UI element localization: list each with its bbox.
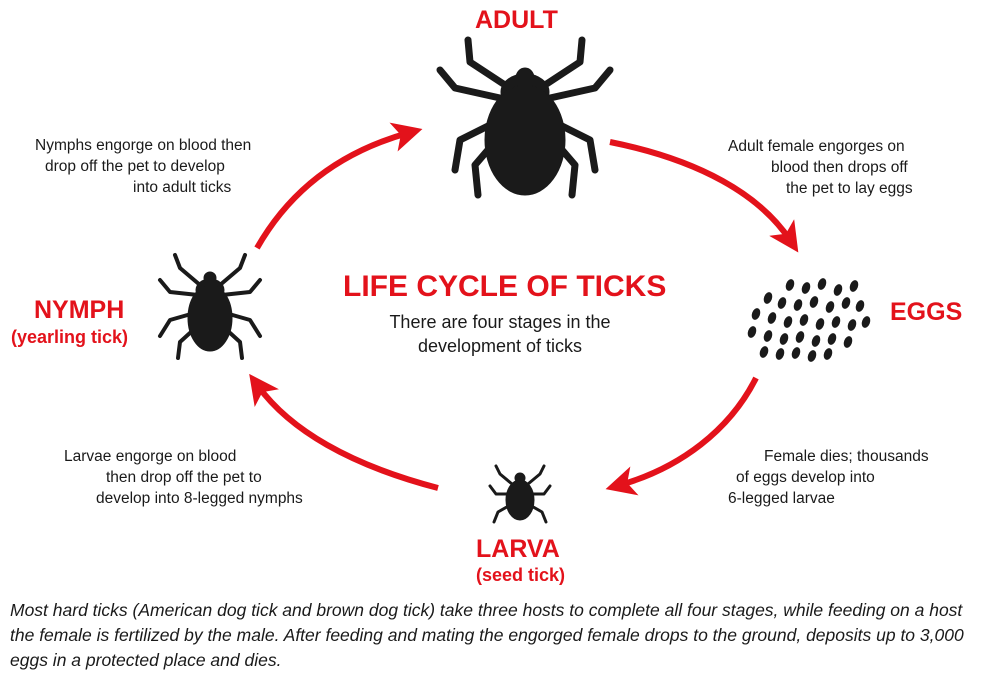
stage-label-larva: LARVA <box>476 535 560 564</box>
desc-adult-to-eggs: Adult female engorges on blood then drop… <box>728 136 978 199</box>
stage-label-eggs: EGGS <box>890 298 962 327</box>
desc-nymph-to-adult: Nymphs engorge on blood then drop off th… <box>35 135 305 198</box>
desc-line: 6-legged larvae <box>728 488 978 509</box>
desc-line: blood then drops off <box>728 157 978 178</box>
subtitle-line-2: development of ticks <box>360 334 640 358</box>
diagram-title: LIFE CYCLE OF TICKS <box>343 270 666 304</box>
desc-line: the pet to lay eggs <box>728 178 978 199</box>
stage-sub-larva: (seed tick) <box>476 565 565 586</box>
desc-line: Female dies; thousands <box>728 446 978 467</box>
stage-label-nymph: NYMPH <box>34 296 124 325</box>
desc-line: Nymphs engorge on blood then <box>35 135 305 156</box>
desc-line: develop into 8-legged nymphs <box>64 488 354 509</box>
desc-line: then drop off the pet to <box>64 467 354 488</box>
diagram-subtitle: There are four stages in the development… <box>360 310 640 358</box>
subtitle-line-1: There are four stages in the <box>360 310 640 334</box>
desc-larva-to-nymph: Larvae engorge on blood then drop off th… <box>64 446 354 509</box>
desc-line: Larvae engorge on blood <box>64 446 354 467</box>
desc-line: drop off the pet to develop <box>35 156 305 177</box>
footer-paragraph: Most hard ticks (American dog tick and b… <box>10 598 970 673</box>
desc-line: Adult female engorges on <box>728 136 978 157</box>
stage-label-adult: ADULT <box>475 6 558 35</box>
desc-line: into adult ticks <box>35 177 305 198</box>
desc-eggs-to-larva: Female dies; thousands of eggs develop i… <box>728 446 978 509</box>
desc-line: of eggs develop into <box>728 467 978 488</box>
stage-sub-nymph: (yearling tick) <box>11 327 128 348</box>
